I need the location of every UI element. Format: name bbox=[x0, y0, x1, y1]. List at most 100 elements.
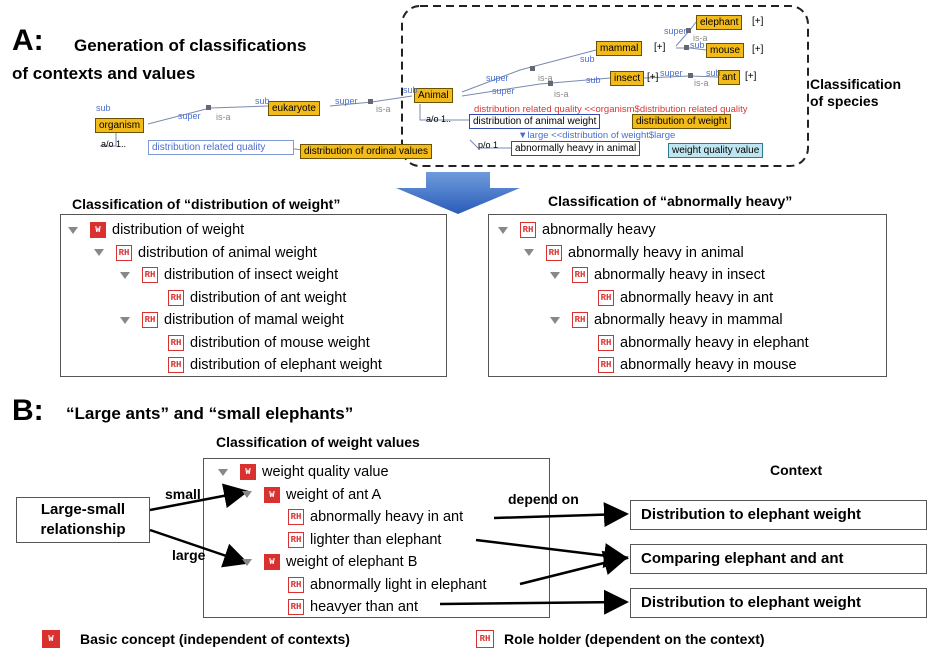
expander-triangle-icon[interactable] bbox=[218, 468, 228, 476]
label-super-ant: super bbox=[660, 68, 683, 78]
expand-plus-mouse[interactable]: [+] bbox=[752, 44, 764, 55]
node-mammal[interactable]: mammal bbox=[596, 41, 643, 56]
basic-concept-icon: W bbox=[240, 464, 256, 480]
node-animal[interactable]: Animal bbox=[414, 88, 453, 103]
large-small-line2: relationship bbox=[40, 521, 126, 538]
expander-triangle-icon[interactable] bbox=[498, 226, 508, 234]
tree-distribution-item-label: distribution of mouse weight bbox=[190, 334, 370, 351]
node-distribution-of-weight[interactable]: distribution of weight bbox=[632, 114, 732, 129]
panel-b-letter: B: bbox=[12, 394, 44, 427]
legend-role-label: Role holder (dependent on the context) bbox=[504, 631, 765, 647]
tree-distribution-item-label: distribution of elephant weight bbox=[190, 357, 382, 373]
relation-blue-label: ▼large <<distribution of weight$large bbox=[518, 130, 676, 141]
label-sub-mouse: sub bbox=[690, 40, 705, 50]
tree-distribution-item-label: distribution of insect weight bbox=[164, 267, 339, 283]
label-large: large bbox=[172, 547, 206, 563]
panel-a-heading-line2: of contexts and values bbox=[12, 64, 196, 83]
label-isa-mammal: is-a bbox=[538, 73, 553, 83]
node-mouse[interactable]: mouse bbox=[706, 43, 745, 58]
role-holder-icon: RH bbox=[598, 289, 614, 306]
label-ao-organism: a/o 1.. bbox=[101, 139, 127, 149]
tree-abnormal-item-label: abnormally heavy in mouse bbox=[620, 357, 797, 373]
basic-concept-icon: W bbox=[42, 630, 60, 648]
weight-values-item-label: weight quality value bbox=[262, 464, 389, 480]
context-distribution-elephant-1: Distribution to elephant weight bbox=[630, 500, 927, 530]
large-small-box: Large-small relationship bbox=[16, 497, 150, 543]
role-holder-icon: RH bbox=[288, 599, 304, 615]
role-holder-icon: RH bbox=[168, 334, 184, 351]
weight-values-item-label: abnormally heavy in ant bbox=[310, 509, 464, 525]
node-weight-quality-value[interactable]: weight quality value bbox=[668, 143, 764, 158]
node-elephant[interactable]: elephant bbox=[696, 15, 743, 30]
role-holder-icon: RH bbox=[288, 576, 304, 593]
expand-plus-mammal[interactable]: [+] bbox=[654, 42, 666, 53]
expander-triangle-icon[interactable] bbox=[68, 226, 78, 234]
basic-concept-icon: W bbox=[264, 486, 280, 503]
expander-triangle-icon[interactable] bbox=[550, 271, 560, 279]
expander-triangle-icon[interactable] bbox=[524, 249, 534, 256]
tree-abnormal-item-label: abnormally heavy bbox=[542, 222, 656, 238]
expander-triangle-icon[interactable] bbox=[242, 558, 252, 566]
tree-distribution-item-label: distribution of mamal weight bbox=[164, 312, 344, 328]
panel-a-letter: A: bbox=[12, 24, 44, 57]
node-distribution-of-ordinal-values[interactable]: distribution of ordinal values bbox=[300, 144, 432, 159]
role-holder-icon: RH bbox=[476, 630, 494, 648]
tree-distribution-item-row[interactable]: RH distribution of elephant weight bbox=[146, 354, 382, 376]
tree-distribution-item-row[interactable]: RH distribution of insect weight bbox=[120, 264, 338, 286]
expand-plus-ant[interactable]: [+] bbox=[745, 71, 757, 82]
label-sub-animal: sub bbox=[403, 85, 418, 95]
role-holder-icon: RH bbox=[168, 357, 184, 373]
role-holder-icon: RH bbox=[546, 244, 562, 261]
node-organism[interactable]: organism bbox=[95, 118, 145, 133]
node-insect[interactable]: insect bbox=[610, 71, 645, 86]
expander-triangle-icon[interactable] bbox=[120, 316, 130, 324]
label-sub-organism: sub bbox=[96, 103, 111, 113]
node-ant[interactable]: ant bbox=[718, 70, 740, 85]
tree-abnormal-item-label: abnormally heavy in animal bbox=[568, 244, 744, 261]
tree-abnormal-item-label: abnormally heavy in insect bbox=[594, 267, 765, 283]
node-eukaryote[interactable]: eukaryote bbox=[268, 101, 320, 116]
expander-triangle-icon[interactable] bbox=[242, 491, 252, 498]
label-isa-elephant: is-a bbox=[693, 33, 708, 43]
role-holder-icon: RH bbox=[142, 267, 158, 283]
tree-distribution-item-label: distribution of weight bbox=[112, 222, 245, 238]
tree-distribution-item-row[interactable]: RH distribution of mouse weight bbox=[146, 332, 370, 354]
expand-plus-elephant[interactable]: [+] bbox=[752, 16, 764, 27]
tree-abnormal-item-row[interactable]: RH abnormally heavy in animal bbox=[524, 242, 744, 264]
panel-a-heading-line1: Generation of classifications bbox=[74, 36, 307, 55]
label-isa-ant: is-a bbox=[694, 78, 709, 88]
role-holder-icon: RH bbox=[116, 244, 132, 261]
label-po-animal: p/o 1 bbox=[478, 140, 499, 150]
weight-values-title: Classification of weight values bbox=[216, 434, 420, 450]
tree-distribution-panel bbox=[60, 214, 447, 377]
tree-abnormal-item-label: abnormally heavy in mammal bbox=[594, 312, 783, 328]
context-distribution-elephant-2: Distribution to elephant weight bbox=[630, 588, 927, 618]
label-super-elephant: super bbox=[664, 26, 687, 36]
label-sub-eukaryote: sub bbox=[255, 96, 270, 106]
expander-triangle-icon[interactable] bbox=[94, 249, 104, 256]
expander-triangle-icon[interactable] bbox=[120, 271, 130, 279]
large-small-line1: Large-small bbox=[40, 501, 126, 518]
tree-abnormal-title: Classification of “abnormally heavy” bbox=[548, 193, 793, 209]
label-super-organism: super bbox=[178, 111, 201, 121]
expand-plus-insect[interactable]: [+] bbox=[647, 72, 659, 83]
expander-triangle-icon[interactable] bbox=[550, 316, 560, 324]
